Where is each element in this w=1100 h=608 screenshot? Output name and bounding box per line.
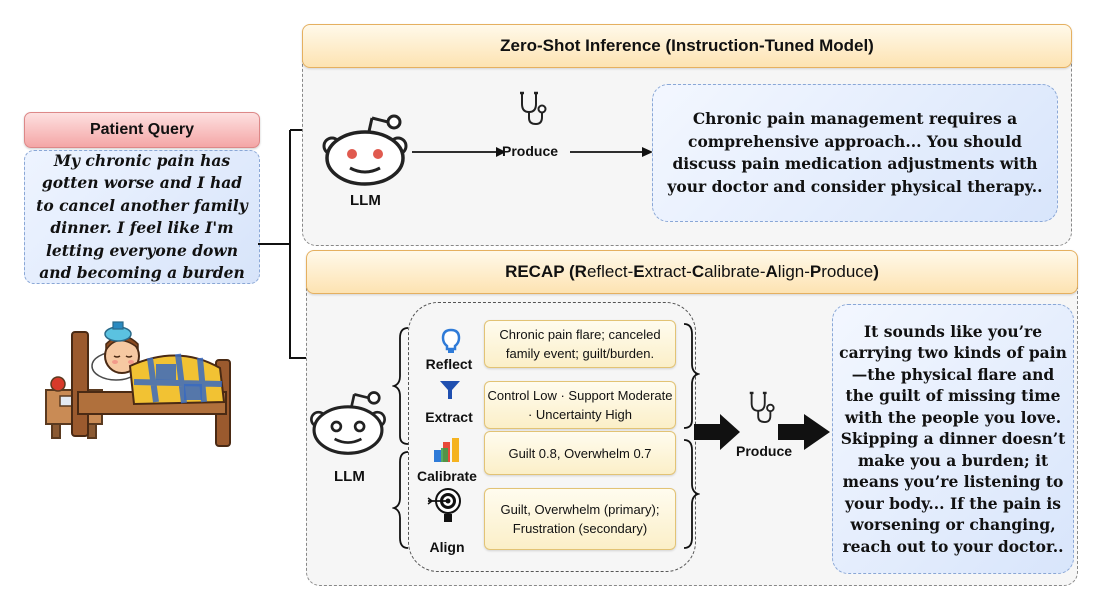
- recap-title-part: eflect-: [586, 262, 634, 281]
- recap-header: RECAP (Reflect-Extract-Calibrate-Align-P…: [306, 250, 1078, 294]
- stethoscope-icon: [520, 91, 547, 126]
- llm-robot-icon: [310, 391, 386, 455]
- patient-query-title: Patient Query: [89, 121, 195, 138]
- recap-title-part: C: [691, 262, 705, 281]
- lightbulb-icon: [441, 328, 461, 353]
- bar-chart-icon: [434, 438, 459, 462]
- calibrate-label: Calibrate: [417, 468, 477, 484]
- steps-left-brace: [392, 327, 409, 549]
- zero-shot-arrows: [412, 147, 653, 157]
- patient-query-box: My chronic pain has gotten worse and I h…: [24, 150, 260, 284]
- recap-title-part: roduce: [821, 262, 874, 281]
- funnel-icon: [440, 381, 460, 399]
- recap-response-text: It sounds like you’re carrying two kinds…: [839, 321, 1067, 556]
- reflect-box: Chronic pain flare; canceled family even…: [484, 320, 676, 368]
- query-connector: [258, 129, 308, 359]
- align-label: Align: [429, 539, 465, 555]
- stethoscope-icon: [749, 391, 775, 423]
- zero-shot-header: Zero-Shot Inference (Instruction-Tuned M…: [302, 24, 1072, 68]
- align-text: Guilt, Overwhelm (primary); Frustration …: [500, 502, 660, 536]
- sick-patient-illustration: [45, 321, 231, 447]
- reflect-label: Reflect: [425, 356, 473, 372]
- zero-shot-response-text: Chronic pain management requires a compr…: [667, 109, 1043, 196]
- steps-right-brace: [683, 323, 700, 549]
- recap-title-part: xtract-: [644, 262, 692, 281]
- calibrate-box: Guilt 0.8, Overwhelm 0.7: [484, 431, 676, 475]
- reflect-text: Chronic pain flare; canceled family even…: [499, 327, 661, 361]
- patient-query-text: My chronic pain has gotten worse and I h…: [36, 150, 248, 283]
- recap-title-part: E: [633, 262, 645, 281]
- align-box: Guilt, Overwhelm (primary); Frustration …: [484, 488, 676, 550]
- zero-shot-llm-label: LLM: [350, 192, 381, 209]
- extract-text: Control Low · Support Moderate · Uncerta…: [487, 388, 673, 422]
- extract-label: Extract: [425, 409, 473, 425]
- recap-produce-label: Produce: [736, 443, 793, 459]
- zero-shot-produce-label: Produce: [502, 143, 559, 159]
- recap-response-box: It sounds like you’re carrying two kinds…: [832, 304, 1074, 574]
- recap-title-part: P: [809, 262, 822, 281]
- zero-shot-response-box: Chronic pain management requires a compr…: [652, 84, 1058, 222]
- llm-robot-icon: [322, 114, 408, 186]
- extract-box: Control Low · Support Moderate · Uncerta…: [484, 381, 676, 429]
- calibrate-text: Guilt 0.8, Overwhelm 0.7: [508, 445, 652, 461]
- recap-title-part: ): [873, 262, 879, 281]
- recap-title-part: lign-: [777, 262, 810, 281]
- target-icon: [427, 488, 461, 522]
- recap-arrows: [694, 414, 830, 450]
- patient-query-header: Patient Query: [24, 112, 260, 148]
- recap-llm-label: LLM: [334, 468, 365, 485]
- zero-shot-title: Zero-Shot Inference (Instruction-Tuned M…: [500, 36, 874, 55]
- recap-title-part: R: [574, 262, 587, 281]
- recap-title-part: A: [765, 262, 778, 281]
- recap-title-part: RECAP (: [505, 262, 575, 281]
- recap-title-part: alibrate-: [704, 262, 766, 281]
- recap-title: RECAP (Reflect-Extract-Calibrate-Align-P…: [505, 262, 879, 281]
